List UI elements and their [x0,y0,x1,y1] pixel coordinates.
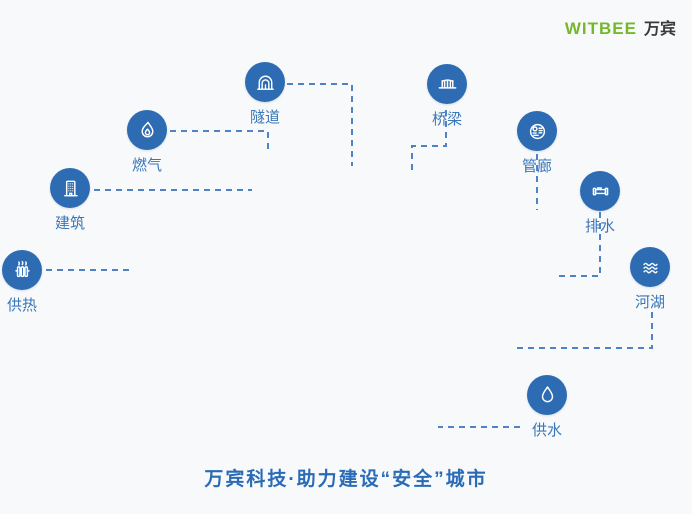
brand-logo: WITBEE 万宾 [565,15,676,39]
poster-caption: 万宾科技·助力建设“安全”城市 [204,469,488,490]
brand-name-en: WITBEE [564,19,637,38]
brand-name-cn: 万宾 [643,21,676,38]
bridge-icon [427,64,467,104]
connector-drainage [558,212,601,277]
category-badge-gas: 燃气 [109,110,185,175]
category-badge-gallery: 管廊 [499,111,575,176]
category-label-riverlake: 河湖 [634,294,665,311]
category-label-building: 建筑 [54,215,85,232]
drain-pipe-icon [580,171,620,211]
category-label-watersupply: 供水 [531,422,562,439]
radiator-heat-icon [2,250,42,290]
category-label-tunnel: 隧道 [249,109,280,126]
water-drop-icon [527,375,567,415]
category-badge-riverlake: 河湖 [612,247,688,312]
gas-flame-icon [127,110,167,150]
category-label-bridge: 桥梁 [431,111,462,128]
connector-riverlake [516,312,653,349]
category-label-heating: 供热 [6,297,37,314]
category-badge-tunnel: 隧道 [227,62,303,127]
category-label-gas: 燃气 [131,157,162,174]
category-label-drainage: 排水 [584,218,615,235]
connector-gas [170,130,269,150]
waves-icon [630,247,670,287]
building-icon [50,168,90,208]
category-badge-building: 建筑 [32,168,108,233]
tunnel-icon [245,62,285,102]
category-label-gallery: 管廊 [521,158,552,175]
category-badge-watersupply: 供水 [509,375,585,440]
category-badge-heating: 供热 [0,250,60,315]
category-badge-drainage: 排水 [562,171,638,236]
utility-tunnel-icon [517,111,557,151]
category-badge-bridge: 桥梁 [409,64,485,129]
